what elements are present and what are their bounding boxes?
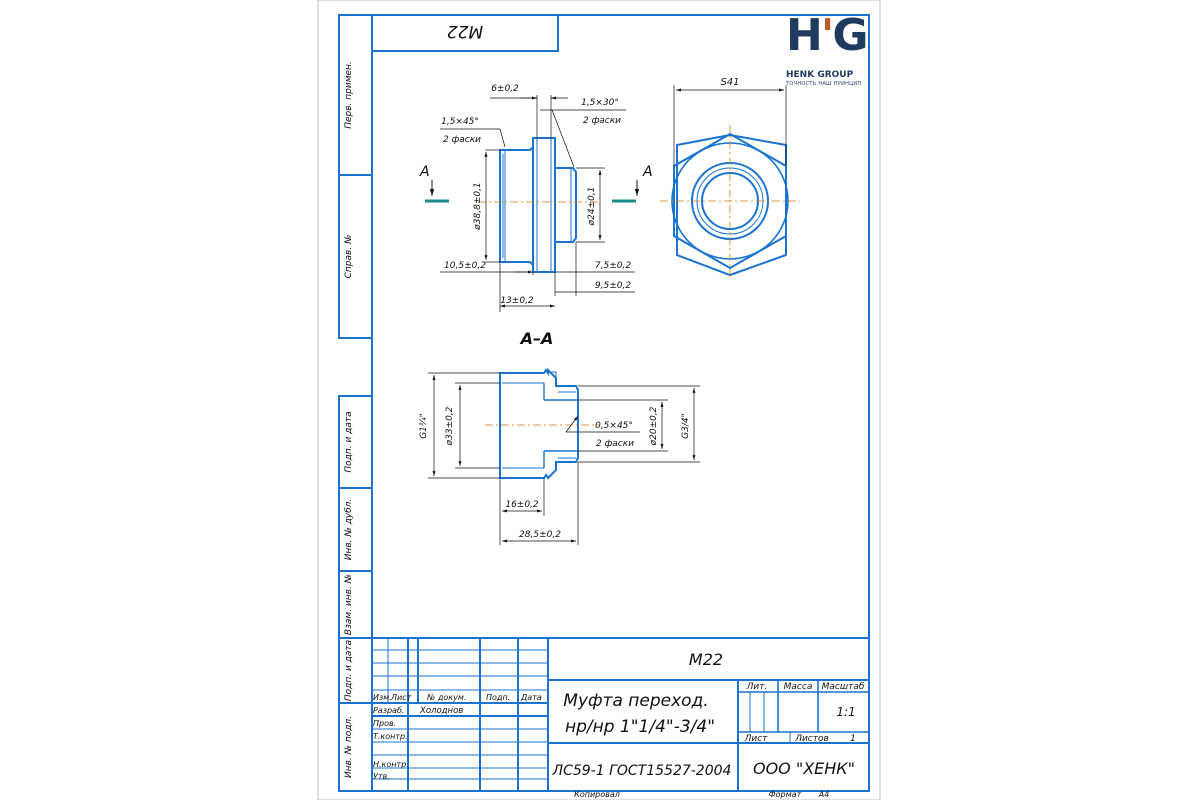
tb-material: ЛС59-1 ГОСТ15527-2004: [552, 763, 732, 779]
dim-dia-left-section: ø33±0,2: [445, 406, 455, 446]
side-label: Взам. инв. №: [344, 574, 354, 635]
side-label: Инв. № подл.: [344, 716, 354, 778]
dim-chamfer-section-note: 2 фаски: [596, 439, 634, 449]
tb-designation: М22: [689, 650, 723, 669]
tb-copied: Копировал: [574, 790, 620, 799]
tb-sheets-count: 1: [850, 734, 856, 744]
dim-thread-left: G1¼": [419, 413, 429, 439]
side-label: Перв. примен.: [344, 61, 354, 129]
tb-format: А4: [818, 790, 830, 799]
section-view: [499, 367, 579, 480]
tb-sheets-label: Листов: [794, 734, 829, 744]
side-label: Подп. и дата: [344, 411, 354, 472]
tb-developer: Холоднов: [419, 706, 463, 716]
dim-dia-right: ø24±0,1: [587, 187, 597, 227]
tb-sheet-label: Лист: [744, 734, 769, 744]
corner-stamp-text: M22: [447, 21, 483, 41]
tb-row-label: Н.контр.: [373, 760, 409, 769]
front-view: [499, 137, 577, 273]
side-label: Инв. № дубл.: [344, 499, 354, 561]
section-letter-right: А: [642, 164, 653, 180]
tb-col-lit: Лит.: [746, 682, 768, 692]
dim-chamfer-right-note: 2 фаски: [583, 116, 621, 126]
dim-width-top: 6±0,2: [491, 84, 519, 94]
dim-len-right-a: 7,5±0,2: [595, 261, 631, 271]
dim-len-right-b: 9,5±0,2: [595, 281, 631, 291]
dim-len-total-section: 28,5±0,2: [519, 530, 561, 540]
logo-name: HENK GROUP: [786, 70, 854, 80]
section-title: А–А: [519, 329, 554, 348]
dim-chamfer-right: 1,5×30°: [581, 98, 619, 108]
hex-dim-lines: [673, 85, 787, 166]
logo-tagline: ТОЧНОСТЬ НАШ ПРИНЦИП: [786, 81, 862, 87]
dim-across-flats: S41: [720, 77, 739, 88]
tb-header: Подп.: [486, 693, 510, 702]
tb-name-line2: нр/нр 1"1/4"-3/4": [565, 717, 715, 737]
section-dim-lines: [428, 372, 700, 545]
side-label: Справ. №: [344, 235, 354, 279]
title-block: [371, 637, 870, 792]
tb-header: Изм.: [373, 693, 392, 702]
logo-mark: H'G: [786, 10, 868, 61]
dim-chamfer-left-note: 2 фаски: [443, 135, 481, 145]
front-dim-lines: [440, 95, 635, 312]
tb-header: № докум.: [426, 693, 466, 702]
tb-row-label: Утв.: [373, 772, 390, 781]
dim-len-left: 10,5±0,2: [444, 261, 486, 271]
tb-company: ООО "ХЕНК": [753, 759, 855, 778]
dim-dia-right-section: ø20±0,2: [649, 406, 659, 446]
corner-stamp: [371, 14, 559, 52]
sheet-trim: [317, 0, 881, 800]
henk-group-logo: H'G HENK GROUP ТОЧНОСТЬ НАШ ПРИНЦИП: [786, 10, 876, 88]
dim-chamfer-section: 0,5×45°: [595, 421, 633, 431]
tb-header: Дата: [520, 693, 542, 702]
tb-col-scale: Масштаб: [822, 682, 865, 692]
tb-format-label: Формат: [769, 790, 802, 799]
tb-col-mass: Масса: [784, 682, 813, 692]
tb-row-label: Т.контр.: [373, 732, 408, 741]
dim-dia-left: ø38,8±0,1: [473, 182, 483, 230]
side-label: Подп. и дата: [344, 640, 354, 701]
tb-name-line1: Муфта переход.: [563, 691, 708, 711]
tb-rows: Разраб. Пров. Т.контр. Н.контр. Утв.: [373, 706, 409, 781]
tb-scale: 1:1: [836, 705, 855, 719]
dim-thread-right: G3/4": [681, 413, 691, 439]
dim-len-inner: 16±0,2: [505, 500, 539, 510]
dim-len-total: 13±0,2: [500, 296, 534, 306]
frame-border: [371, 14, 870, 792]
tb-header: Лист: [390, 693, 412, 702]
section-letter-left: А: [419, 164, 430, 180]
dim-chamfer-left: 1,5×45°: [441, 117, 479, 127]
tb-row-label: Пров.: [373, 719, 396, 728]
tb-row-label: Разраб.: [373, 706, 404, 715]
tb-headers: Изм.Лист № докум. Подп. Дата: [373, 693, 542, 702]
